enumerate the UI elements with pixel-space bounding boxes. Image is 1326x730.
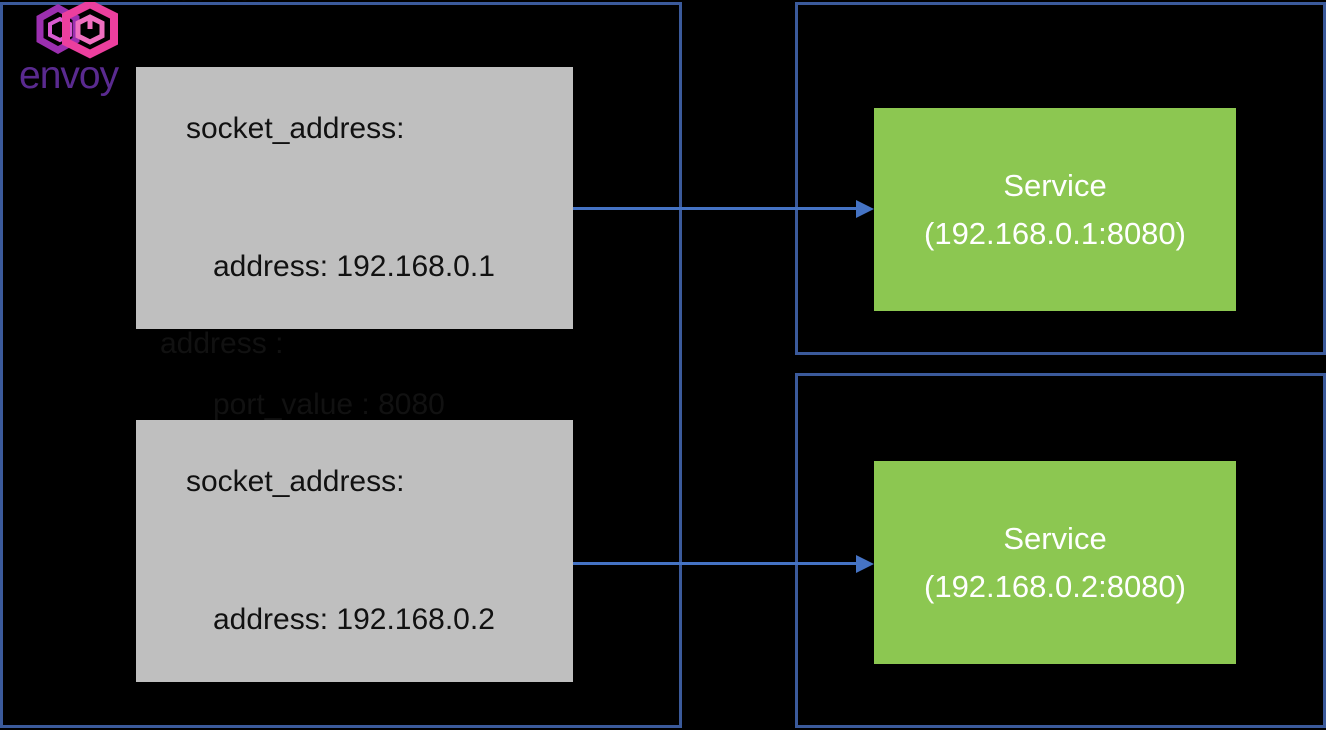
envoy-hexagon-logo-icon bbox=[10, 0, 122, 64]
config-line: address : bbox=[160, 327, 284, 360]
config-line: socket_address: bbox=[186, 112, 405, 145]
arrow-head-icon bbox=[856, 200, 874, 218]
config-line: address: 192.168.0.1 bbox=[213, 250, 495, 283]
service-endpoint-1: (192.168.0.1:8080) bbox=[924, 215, 1186, 251]
envoy-logo: envoy bbox=[10, 0, 122, 100]
config-line: address: 192.168.0.2 bbox=[213, 603, 495, 636]
arrow-head-icon bbox=[856, 555, 874, 573]
listener-config-text-2: address : socket_address: address: 192.1… bbox=[136, 229, 573, 730]
service-box-2: Service (192.168.0.2:8080) bbox=[874, 461, 1236, 664]
envoy-wordmark: envoy bbox=[19, 54, 119, 97]
service-name-2: Service bbox=[1003, 520, 1107, 556]
listener-config-box-2: address : socket_address: address: 192.1… bbox=[136, 327, 573, 682]
service-container-outline-1 bbox=[795, 2, 1326, 355]
service-name-1: Service bbox=[1003, 167, 1107, 203]
config-line: port_value : 8080 bbox=[213, 388, 445, 421]
config-line: address : bbox=[136, 0, 573, 14]
envoy-container-outline bbox=[0, 2, 682, 728]
service-endpoint-2: (192.168.0.2:8080) bbox=[924, 568, 1186, 604]
listener-config-box-1: address : socket_address: address: 192.1… bbox=[136, 0, 573, 421]
arrow-config-1-to-service-1 bbox=[573, 200, 874, 218]
listener-config-text-1: address : socket_address: address: 192.1… bbox=[136, 0, 573, 520]
config-line: socket_address: bbox=[186, 465, 405, 498]
arrow-config-2-to-service-2 bbox=[573, 555, 874, 573]
service-container-outline-2 bbox=[795, 373, 1326, 728]
service-box-1: Service (192.168.0.1:8080) bbox=[874, 108, 1236, 311]
